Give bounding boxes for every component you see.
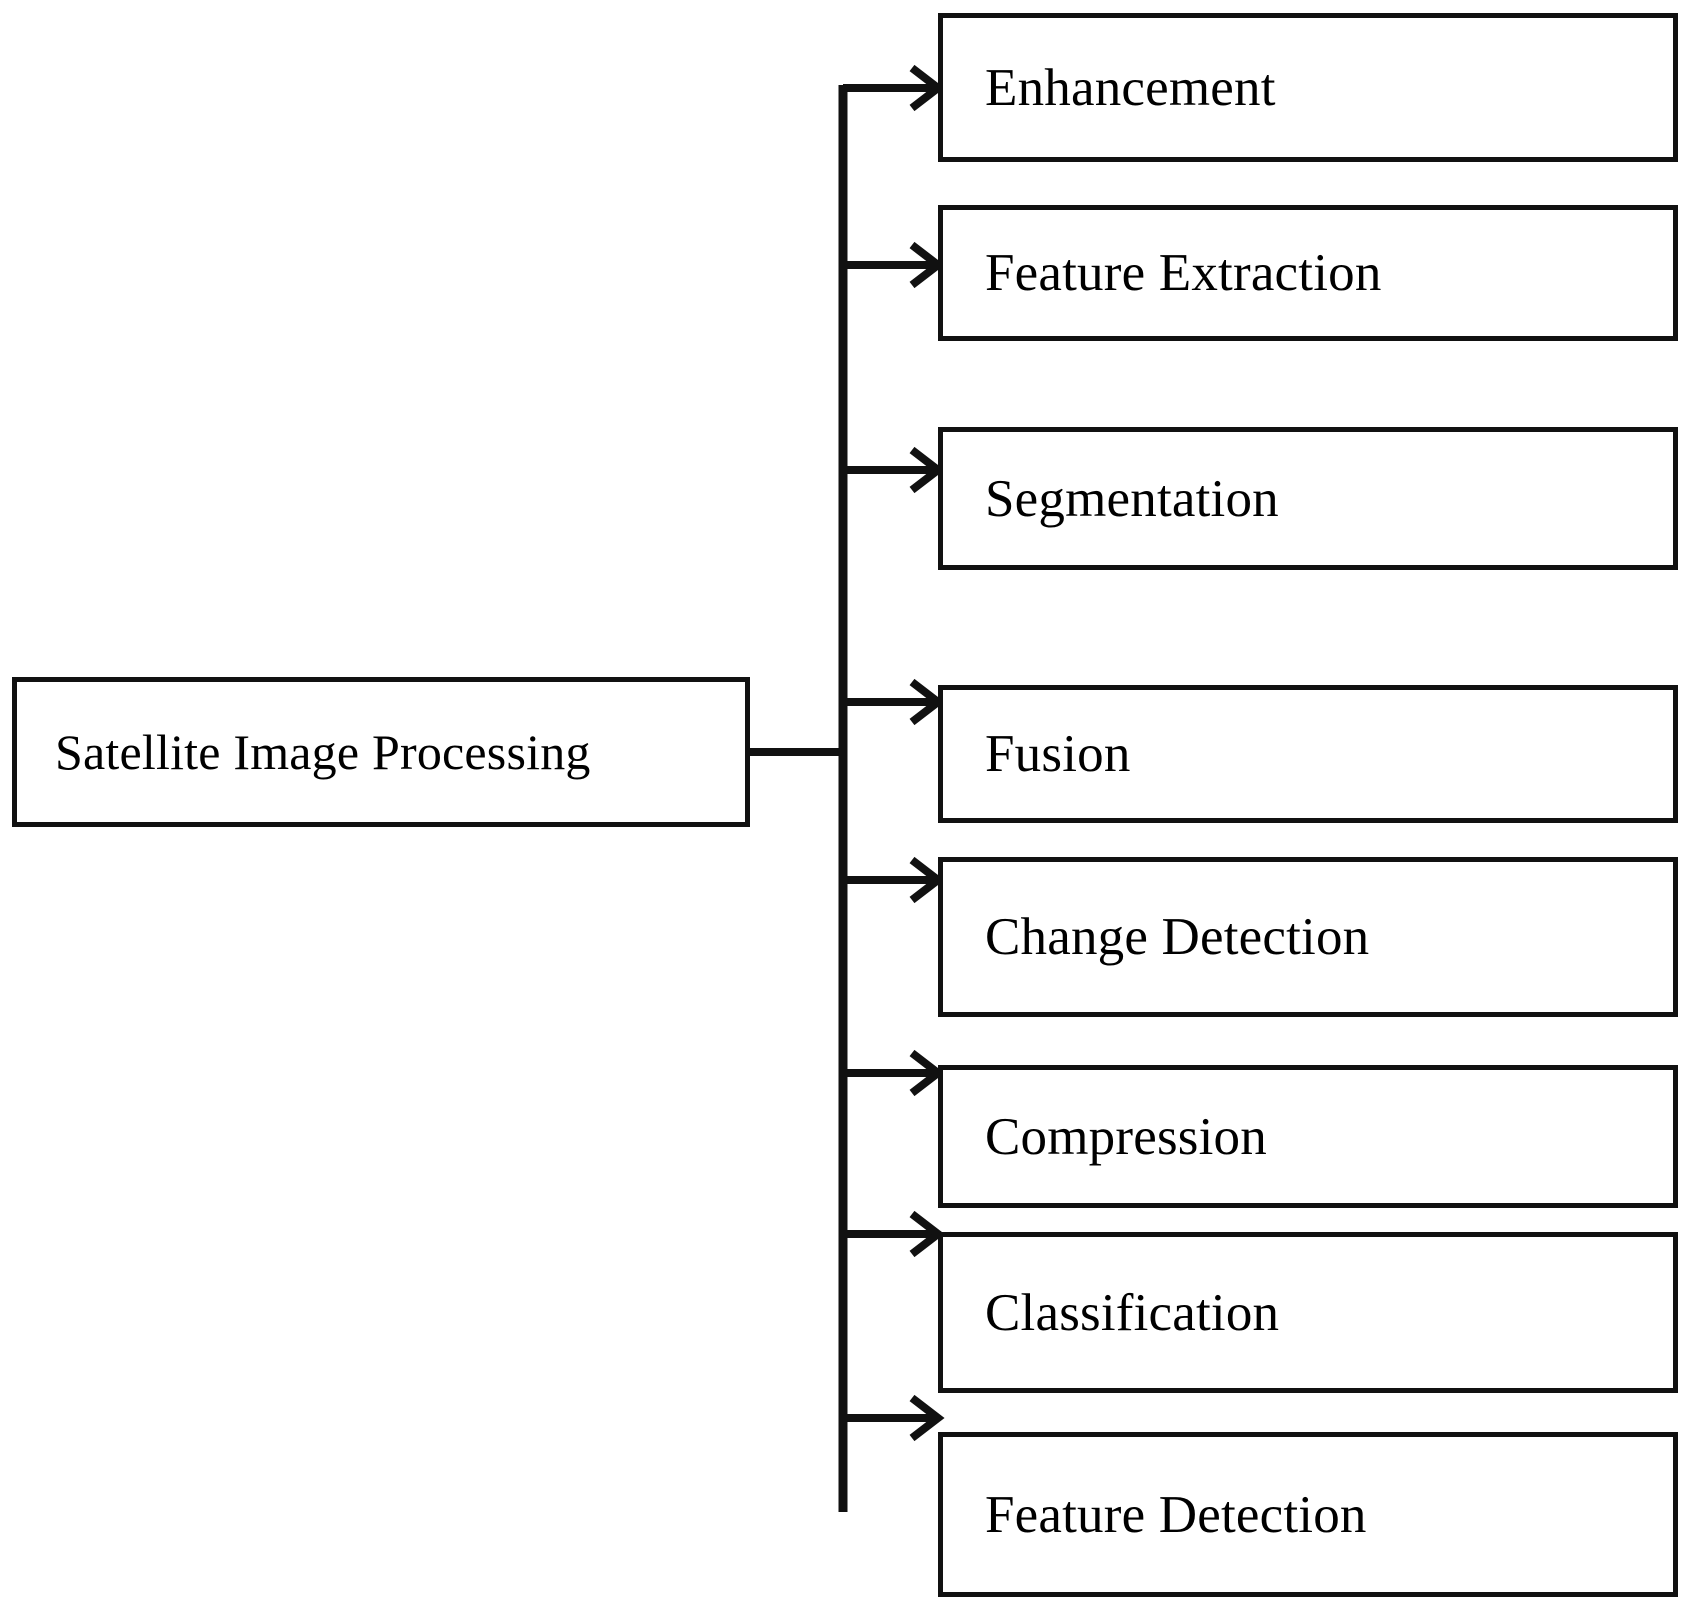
- arrow-head-7: [909, 1394, 945, 1442]
- node-satellite-image-processing[interactable]: Satellite Image Processing: [12, 677, 750, 827]
- node-label: Segmentation: [985, 469, 1279, 528]
- arrow-head-6: [909, 1210, 945, 1258]
- node-label: Enhancement: [985, 58, 1276, 117]
- node-change-detection[interactable]: Change Detection: [938, 857, 1678, 1017]
- node-fusion[interactable]: Fusion: [938, 685, 1678, 823]
- node-label: Feature Detection: [985, 1485, 1367, 1544]
- node-label: Change Detection: [985, 908, 1370, 966]
- arrow-head-4: [909, 856, 945, 904]
- node-feature-detection[interactable]: Feature Detection: [938, 1432, 1678, 1597]
- node-feature-extraction[interactable]: Feature Extraction: [938, 205, 1678, 341]
- node-label: Classification: [985, 1283, 1280, 1342]
- arrow-head-0: [909, 64, 945, 112]
- node-segmentation[interactable]: Segmentation: [938, 427, 1678, 570]
- node-label: Compression: [985, 1107, 1267, 1166]
- node-classification[interactable]: Classification: [938, 1232, 1678, 1393]
- node-compression[interactable]: Compression: [938, 1065, 1678, 1208]
- node-enhancement[interactable]: Enhancement: [938, 13, 1678, 162]
- arrow-head-3: [909, 678, 945, 726]
- arrow-head-1: [909, 241, 945, 289]
- arrow-head-2: [909, 446, 945, 494]
- node-label: Feature Extraction: [985, 244, 1382, 302]
- arrow-head-5: [909, 1049, 945, 1097]
- node-label: Satellite Image Processing: [55, 724, 591, 780]
- node-label: Fusion: [985, 725, 1131, 783]
